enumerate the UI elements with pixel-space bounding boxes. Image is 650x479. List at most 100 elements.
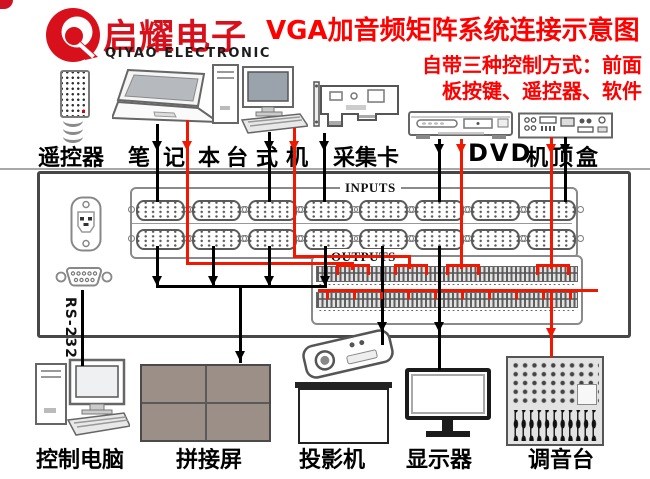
mixer-image — [506, 356, 604, 446]
panel-divider — [132, 223, 572, 224]
arrowhead — [546, 144, 556, 154]
capture-card-image — [313, 81, 399, 127]
vga-port-icon — [128, 200, 193, 221]
audio-clamp — [336, 264, 370, 276]
source-label-remote: 遥控器 — [38, 146, 105, 171]
arrowhead — [434, 144, 444, 154]
projector-image — [302, 329, 394, 379]
monitor-base — [426, 431, 470, 437]
arrowhead — [264, 276, 274, 286]
wire-stb-audio — [550, 137, 553, 269]
video-wall-image — [140, 364, 271, 442]
desktop-pc-image — [212, 64, 308, 134]
corner-mark — [0, 0, 13, 9]
vga-port-icon — [351, 200, 417, 221]
rs232-label: RS-232 — [62, 297, 78, 359]
monitor-stand — [442, 420, 453, 431]
wire-output-3 — [268, 246, 271, 286]
brand-name-en: QIYAO ELECTRONIC — [105, 46, 272, 61]
audio-bus-drops — [326, 292, 578, 299]
remote-control-image — [60, 70, 90, 118]
arrowhead — [208, 276, 218, 286]
projection-screen-image — [295, 382, 392, 388]
arrowhead — [152, 141, 162, 151]
arrowhead — [546, 328, 556, 338]
wire-to-monitor — [438, 246, 441, 370]
audio-output-bus — [318, 289, 598, 292]
wire-desktop-audio — [408, 255, 411, 269]
arrowhead — [560, 144, 570, 154]
dvd-player-image — [408, 111, 513, 139]
wire-capture-video — [323, 133, 326, 202]
subtitle-line-1: 自带三种控制方式：前面 — [422, 53, 642, 77]
source-label-capture-card: 采集卡 — [333, 146, 400, 171]
control-pc-image — [35, 358, 130, 436]
sink-label-monitor: 显示器 — [406, 448, 473, 473]
vga-port-icon — [239, 229, 305, 250]
monitor-image — [405, 368, 491, 420]
arrowhead — [235, 351, 245, 361]
arrowhead — [320, 276, 330, 286]
audio-clamp — [394, 264, 428, 276]
arrowhead — [377, 322, 387, 332]
wire-to-mixer — [550, 289, 553, 357]
wire-laptop-audio — [186, 120, 189, 265]
vga-output-port-row — [128, 229, 584, 250]
wire-output-4 — [324, 246, 327, 286]
arrowhead — [264, 141, 274, 151]
source-label-dvd: DVD — [468, 139, 533, 167]
source-label-laptop: 笔记本 — [128, 146, 234, 171]
sink-label-video-wall: 拼接屏 — [176, 448, 243, 473]
vga-port-icon — [463, 200, 529, 221]
wire-desktop-video — [268, 132, 271, 202]
wall-panel — [206, 404, 269, 440]
vga-input-port-row — [128, 200, 584, 221]
power-socket-icon — [70, 196, 102, 252]
laptop-image — [112, 68, 222, 124]
vga-port-icon — [351, 229, 417, 250]
arrowhead — [182, 141, 192, 151]
wire-desktop-audio — [293, 255, 411, 258]
arrowhead — [434, 322, 444, 332]
inputs-legend: INPUTS — [340, 180, 401, 196]
projection-screen-image — [298, 388, 389, 444]
wall-panel — [142, 366, 205, 402]
sink-label-projector: 投影机 — [299, 448, 366, 473]
vga-port-icon — [463, 229, 529, 250]
wall-panel — [206, 366, 269, 402]
wire-dvd-audio — [460, 139, 463, 269]
sink-label-control-pc: 控制电脑 — [36, 448, 125, 473]
arrowhead — [152, 276, 162, 286]
settop-box-image — [518, 112, 613, 139]
vga-port-icon — [407, 200, 473, 221]
sink-label-mixer: 调音台 — [528, 448, 595, 473]
page-title: VGA加音频矩阵系统连接示意图 — [266, 16, 640, 46]
wire-stb-video — [564, 137, 567, 202]
wireless-wave-icon — [63, 130, 83, 143]
terminal-dots — [318, 309, 574, 312]
audio-clamp — [536, 264, 570, 276]
audio-clamp — [446, 264, 480, 276]
mixer-faders — [511, 410, 599, 441]
wire-laptop-video — [156, 124, 159, 202]
subtitle-line-2: 板按键、遥控器、软件 — [442, 79, 642, 103]
arrowhead — [289, 141, 299, 151]
wire-rs232 — [81, 290, 84, 366]
vga-port-icon — [128, 229, 193, 250]
arrowhead — [456, 144, 466, 154]
brand-logo — [46, 8, 100, 62]
db9-port-icon — [55, 267, 113, 287]
wire-dvd-video — [438, 139, 441, 202]
wire-to-video-wall — [239, 285, 242, 363]
arrowhead — [319, 141, 329, 151]
vga-port-icon — [183, 200, 249, 221]
vga-port-icon — [295, 200, 361, 221]
vga-port-icon — [295, 229, 361, 250]
wire-output-2 — [212, 246, 215, 286]
wall-panel — [142, 404, 205, 440]
vga-port-icon — [407, 229, 473, 250]
terminal-dots — [318, 283, 574, 286]
mixer-display — [577, 384, 597, 405]
wire-desktop-audio — [293, 128, 296, 258]
